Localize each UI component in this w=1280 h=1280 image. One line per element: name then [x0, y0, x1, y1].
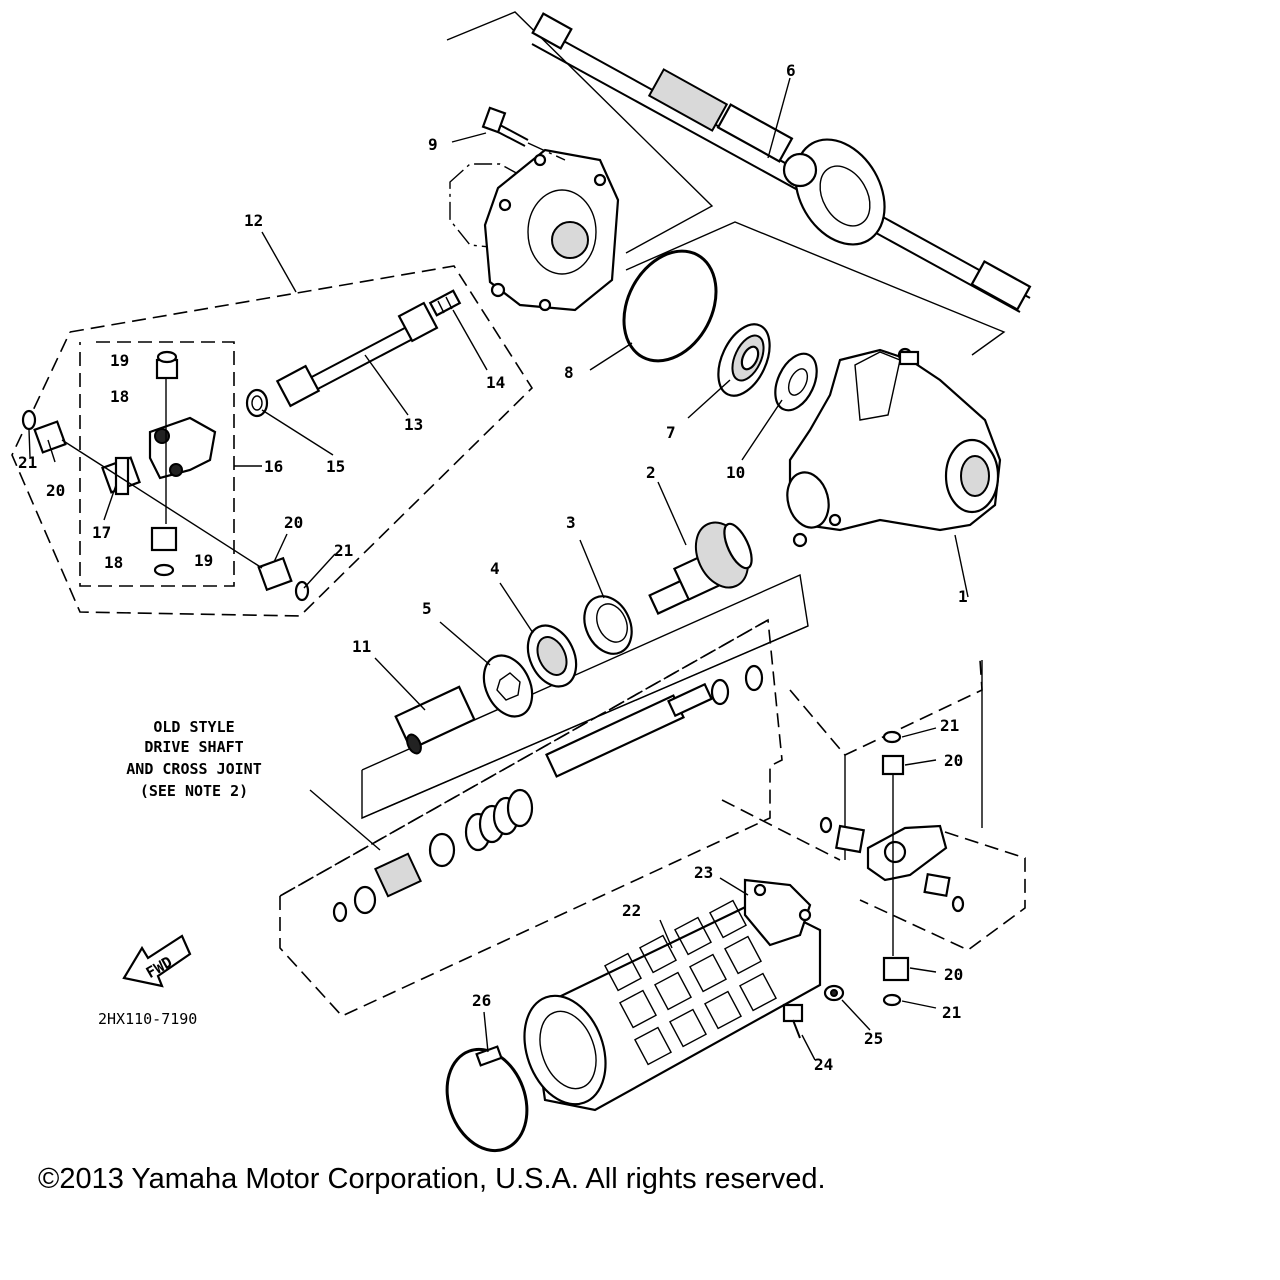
callout-21-left: 21 — [18, 453, 37, 472]
callout-20-left: 20 — [46, 481, 65, 500]
callout-20-center: 20 — [284, 513, 303, 532]
callout-18-top: 18 — [110, 387, 129, 406]
boot-washer — [823, 984, 845, 1002]
housing-cover — [449, 106, 620, 312]
note-line-2: DRIVE SHAFT — [144, 738, 243, 756]
copyright-notice: ©2013 Yamaha Motor Corporation, U.S.A. A… — [38, 1163, 826, 1195]
callout-26: 26 — [472, 991, 491, 1010]
diagram-code: 2HX110-7190 — [98, 1010, 197, 1028]
bearing-retainer — [482, 654, 534, 718]
note-line-1: OLD STYLE — [153, 718, 234, 736]
bearing — [717, 323, 771, 397]
callout-17: 17 — [92, 523, 111, 542]
coupling-gear — [394, 685, 476, 755]
oil-seal — [774, 352, 818, 412]
rubber-boot — [523, 878, 822, 1112]
callout-1: 1 — [958, 587, 968, 606]
callout-4: 4 — [490, 559, 500, 578]
boot-bolt — [782, 1003, 804, 1039]
o-ring — [622, 249, 718, 363]
callout-2: 2 — [646, 463, 656, 482]
universal-joint-assembly — [11, 265, 534, 617]
callout-24: 24 — [814, 1055, 833, 1074]
callout-5: 5 — [422, 599, 432, 618]
pinion-assembly — [361, 521, 809, 820]
callout-13: 13 — [404, 415, 423, 434]
shaft-spring — [428, 289, 462, 317]
callout-21-center: 21 — [334, 541, 353, 560]
spider — [101, 456, 141, 496]
callout-22: 22 — [622, 901, 641, 920]
bearing-cup — [33, 420, 293, 592]
drive-shaft — [275, 301, 439, 408]
boot-grid — [604, 899, 777, 1066]
callout-6: 6 — [786, 61, 796, 80]
callout-19-top: 19 — [110, 351, 129, 370]
callout-8: 8 — [564, 363, 574, 382]
callout-16: 16 — [264, 457, 283, 476]
callout-25: 25 — [864, 1029, 883, 1048]
callout-23: 23 — [694, 863, 713, 882]
pinion-bearing — [526, 624, 578, 688]
note-line-4: (SEE NOTE 2) — [140, 782, 248, 800]
callout-3: 3 — [566, 513, 576, 532]
exploded-parts-diagram: FWD 1 2 3 — [11, 11, 1032, 1153]
flange-bolt — [481, 106, 529, 147]
old-style-driveshaft — [279, 618, 783, 1017]
axle-shaft-assembly — [446, 11, 1032, 356]
callout-21-right-top: 21 — [940, 716, 959, 735]
callout-9: 9 — [428, 135, 438, 154]
callout-15: 15 — [326, 457, 345, 476]
leader-lines — [28, 77, 969, 1061]
callout-11: 11 — [352, 637, 371, 656]
callout-18-bottom: 18 — [104, 553, 123, 572]
callout-12: 12 — [244, 211, 263, 230]
callout-numbers: 1 2 3 4 5 6 7 8 9 10 11 12 13 14 15 16 1… — [18, 61, 968, 1074]
note-line-3: AND CROSS JOINT — [126, 760, 261, 778]
collar — [583, 595, 633, 655]
callout-20-right-bottom: 20 — [944, 965, 963, 984]
old-style-note: OLD STYLE DRIVE SHAFT AND CROSS JOINT (S… — [126, 718, 261, 800]
spring — [464, 788, 534, 852]
callout-20-right-top: 20 — [944, 751, 963, 770]
axle-shaft — [531, 12, 1032, 313]
callout-10: 10 — [726, 463, 745, 482]
callout-7: 7 — [666, 423, 676, 442]
hose-clamp — [445, 1045, 529, 1153]
callout-19-bottom: 19 — [194, 551, 213, 570]
final-gear-case — [786, 347, 1002, 548]
callout-21-right-bottom: 21 — [942, 1003, 961, 1022]
oil-seal-small — [245, 388, 269, 418]
yoke — [148, 416, 217, 480]
callout-14: 14 — [486, 373, 505, 392]
drive-pinion-gear — [648, 521, 753, 615]
new-cross-joint — [721, 659, 1026, 1007]
fwd-arrow: FWD — [122, 934, 192, 988]
